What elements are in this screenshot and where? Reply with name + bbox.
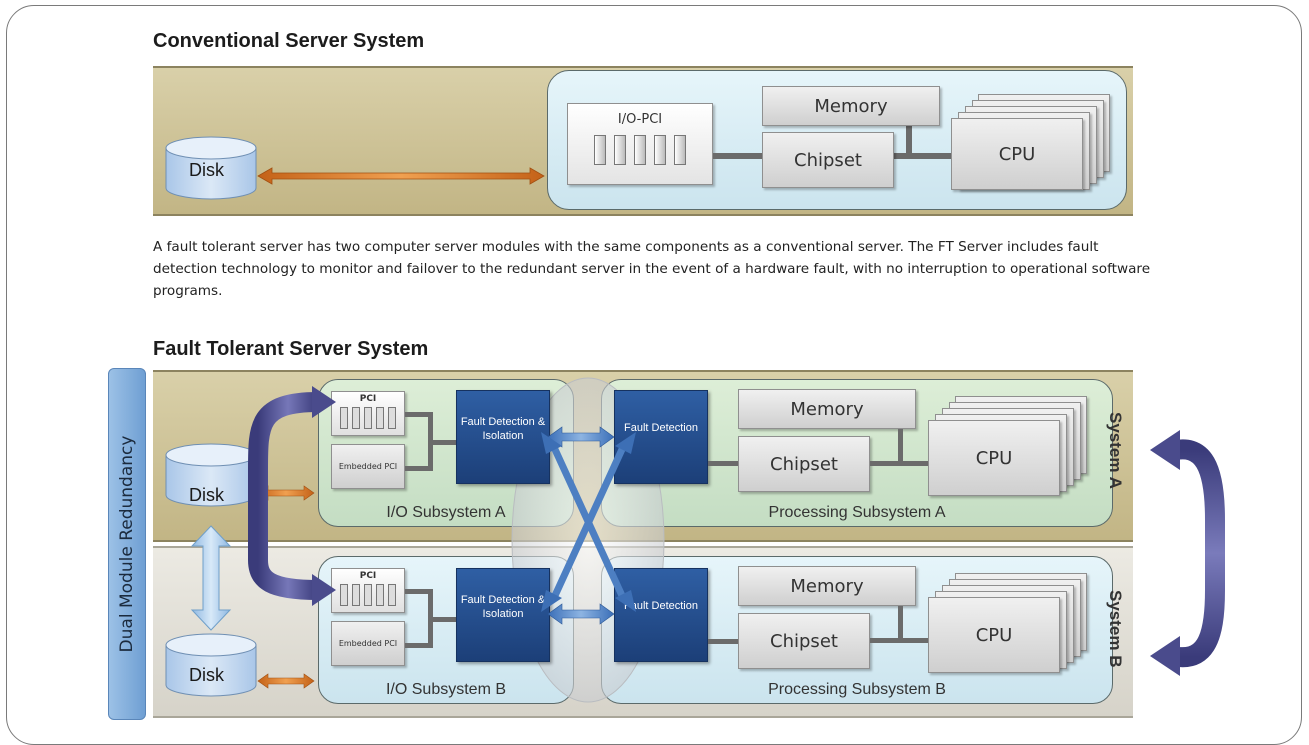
pci-slot (594, 135, 606, 165)
pci-slot (364, 407, 372, 429)
pci-card-b: PCI (331, 568, 405, 613)
pci-slot (352, 584, 360, 606)
fault-isolation-b: Fault Detection & Isolation (456, 568, 550, 662)
pci-slot (376, 584, 384, 606)
cpu-a: CPU (928, 420, 1060, 496)
conventional-memory: Memory (762, 86, 940, 126)
pci-card-a: PCI (331, 391, 405, 436)
conventional-chipset: Chipset (762, 132, 894, 188)
fault-isolation-a: Fault Detection & Isolation (456, 390, 550, 484)
pci-slot (654, 135, 666, 165)
connector (898, 606, 903, 642)
pci-slot (388, 407, 396, 429)
embedded-pci-a: Embedded PCI (331, 444, 405, 489)
dual-module-redundancy-bar: Dual Module Redundancy (108, 368, 146, 720)
connector (713, 153, 763, 159)
chipset-a: Chipset (738, 436, 870, 492)
io-subsystem-b-label: I/O Subsystem B (385, 681, 507, 698)
processing-subsystem-b-label: Processing Subsystem B (768, 681, 946, 698)
connector (870, 638, 930, 643)
pci-slot (634, 135, 646, 165)
disk-a-label: Disk (189, 485, 224, 505)
connector (893, 153, 951, 159)
connector (405, 466, 431, 471)
memory-b: Memory (738, 566, 916, 606)
connector (428, 440, 458, 445)
pci-slot (340, 407, 348, 429)
pci-slot (614, 135, 626, 165)
fault-detection-b: Fault Detection (614, 568, 708, 662)
connector (428, 617, 458, 622)
pci-slots-a (340, 407, 396, 429)
fault-detection-a: Fault Detection (614, 390, 708, 484)
pci-slot (364, 584, 372, 606)
io-subsystem-a-label: I/O Subsystem A (386, 504, 506, 521)
pci-slot (674, 135, 686, 165)
pci-slot (376, 407, 384, 429)
connector (906, 119, 912, 159)
system-a-label: System A (1106, 412, 1125, 489)
conventional-title: Conventional Server System (153, 30, 425, 52)
dual-module-redundancy-label: Dual Module Redundancy (117, 435, 137, 653)
memory-a: Memory (738, 389, 916, 429)
processing-subsystem-a-label: Processing Subsystem A (768, 504, 946, 521)
chipset-b: Chipset (738, 613, 870, 669)
embedded-pci-b: Embedded PCI (331, 621, 405, 666)
connector (870, 461, 930, 466)
io-pci-card: I/O-PCI (567, 103, 713, 185)
disk-b-label: Disk (189, 665, 224, 685)
io-pci-label: I/O-PCI (617, 112, 663, 127)
connector (708, 639, 740, 644)
system-b-label: System B (1106, 590, 1125, 668)
pci-slots-b (340, 584, 396, 606)
conventional-cpu: CPU (951, 118, 1083, 190)
connector (405, 589, 431, 594)
pci-label-a: PCI (359, 394, 377, 404)
connector (898, 429, 903, 465)
pci-label-b: PCI (359, 571, 377, 581)
connector (405, 412, 431, 417)
description-text: A fault tolerant server has two computer… (153, 239, 1151, 299)
pci-slot (388, 584, 396, 606)
pci-slot (340, 584, 348, 606)
conventional-disk-label: Disk (189, 160, 224, 180)
connector (405, 643, 431, 648)
connector (708, 461, 740, 466)
ft-title: Fault Tolerant Server System (153, 338, 429, 360)
cpu-b: CPU (928, 597, 1060, 673)
pci-slot (352, 407, 360, 429)
io-pci-slots (594, 135, 686, 165)
